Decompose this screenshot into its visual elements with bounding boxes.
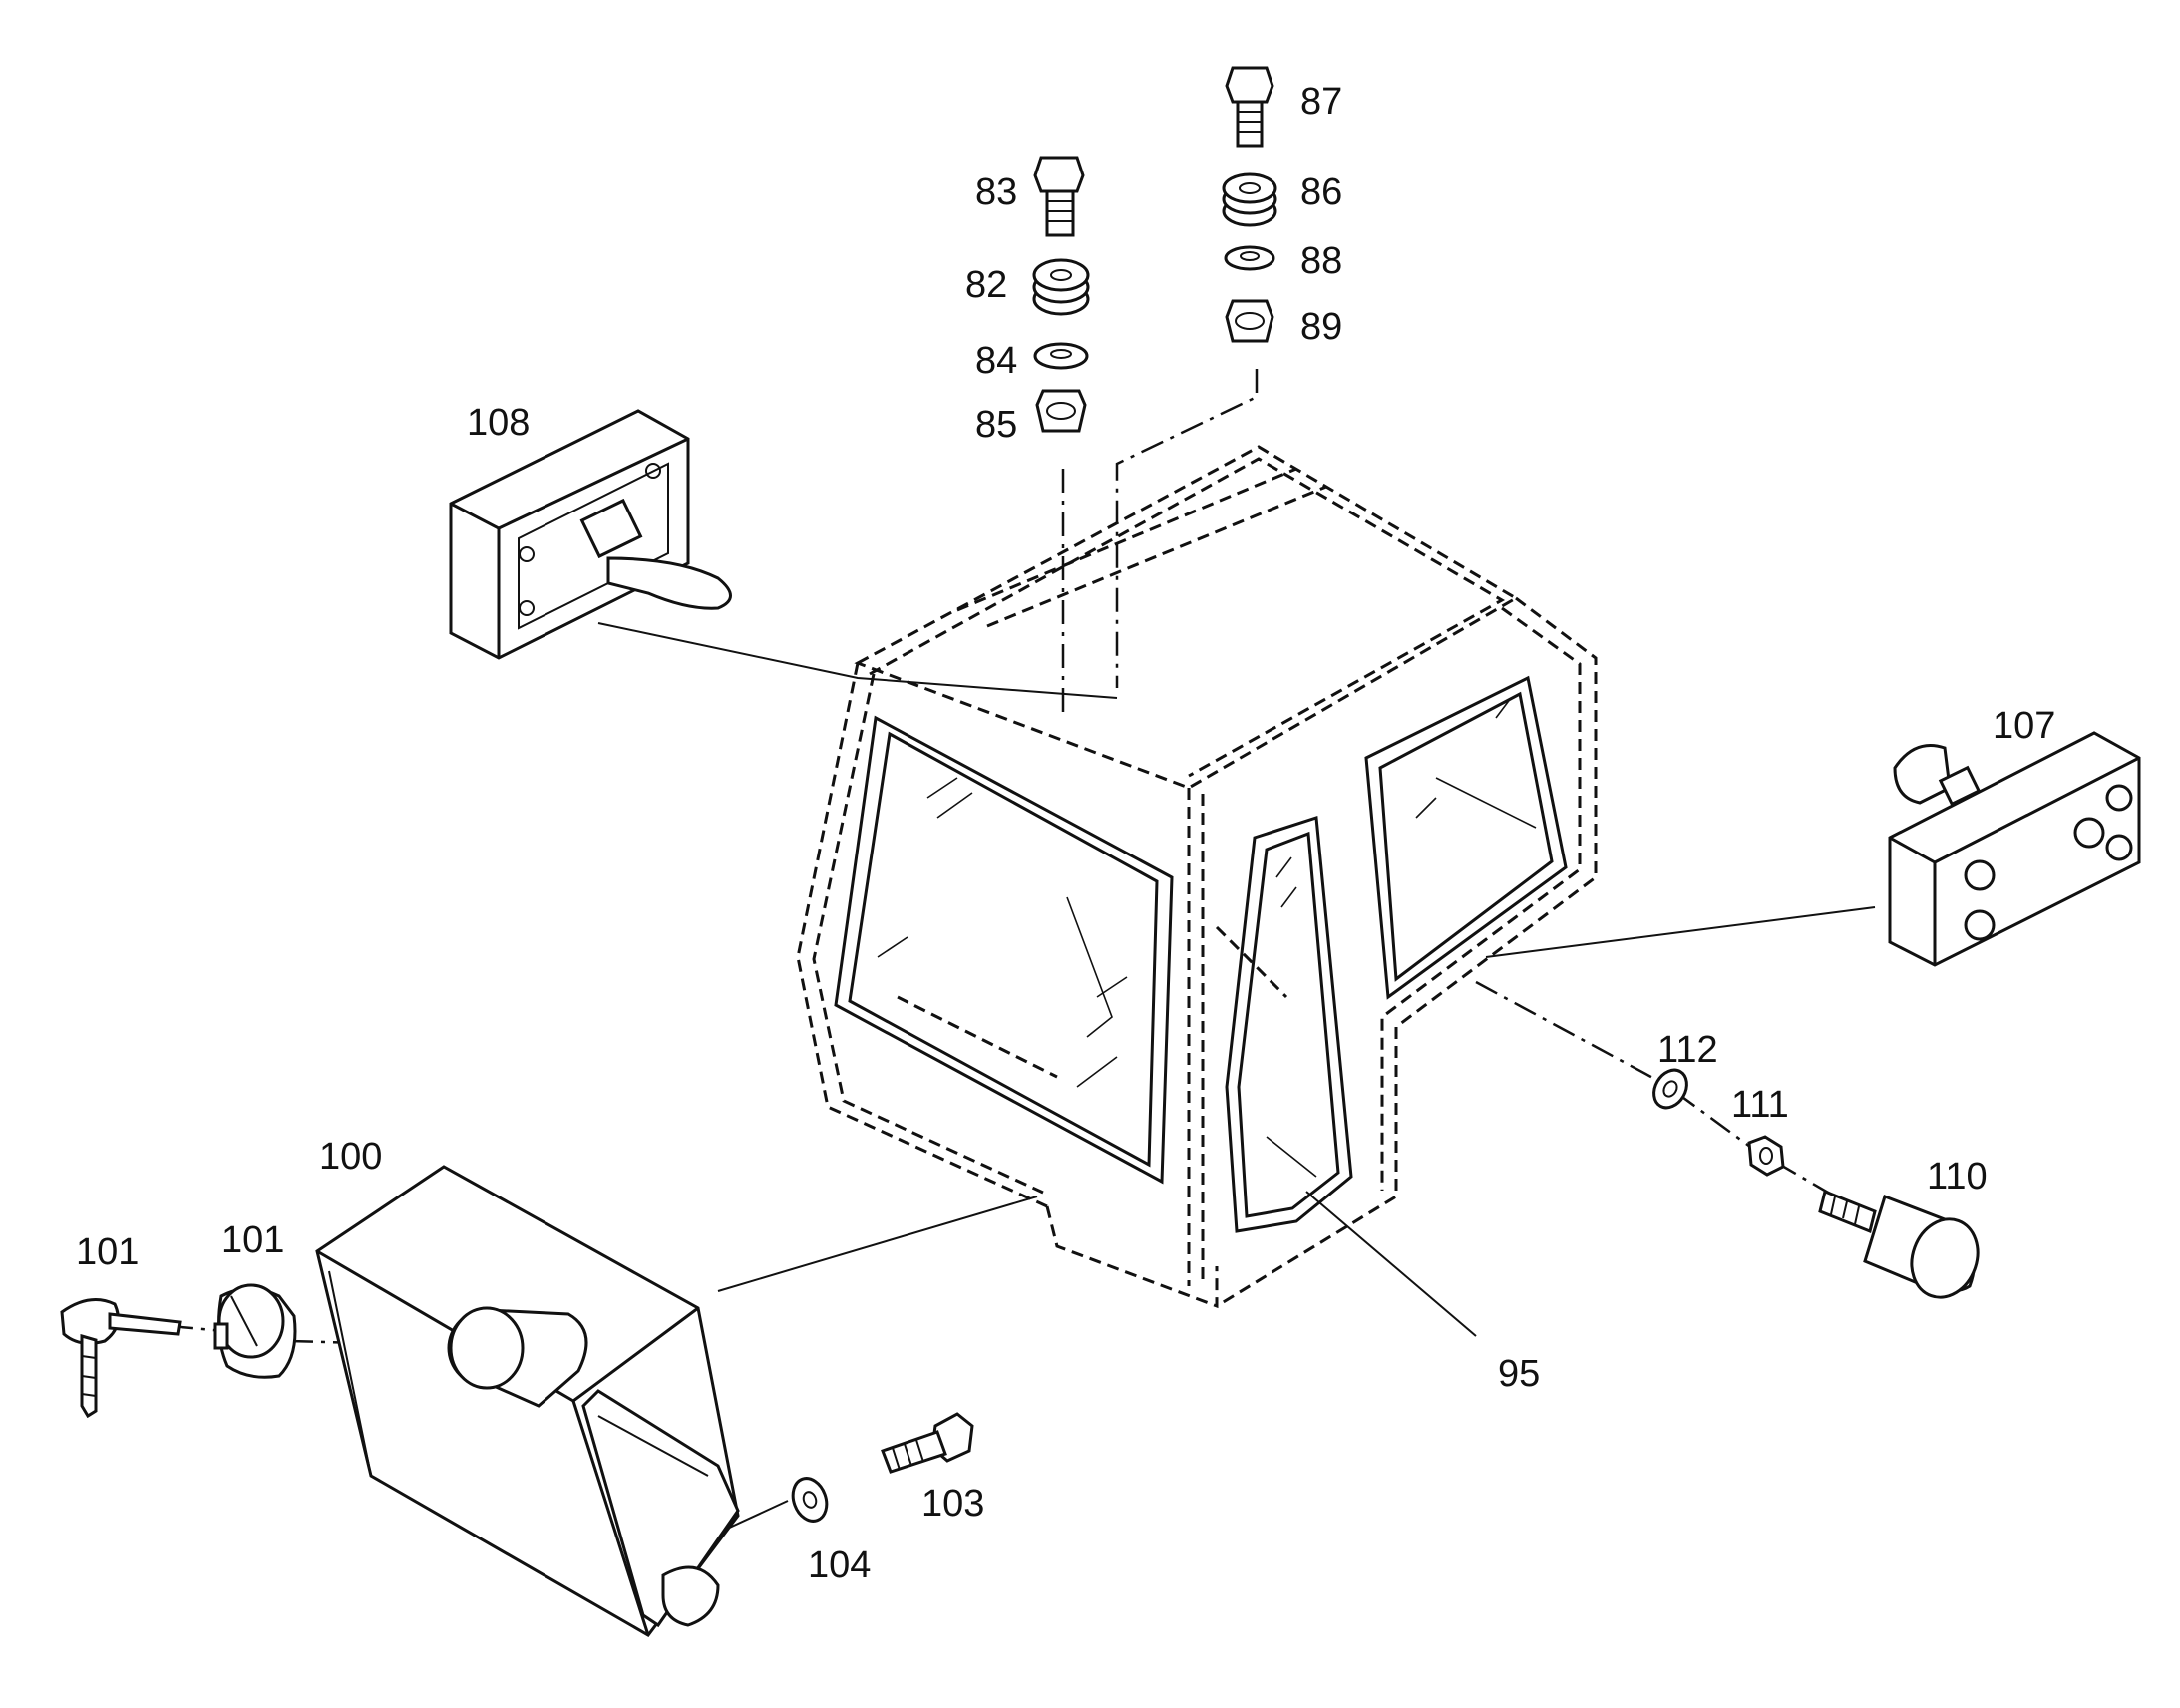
callout-88: 88 — [1300, 240, 1342, 282]
lock-cylinder-101 — [213, 1283, 297, 1379]
nut-89 — [1225, 299, 1274, 343]
spring-washer-82 — [1032, 258, 1090, 316]
knob-110 — [1818, 1189, 1980, 1299]
callout-101-key: 101 — [76, 1231, 139, 1273]
callout-107: 107 — [1993, 705, 2055, 747]
washer-84 — [1033, 342, 1089, 370]
callout-104: 104 — [808, 1544, 871, 1586]
callout-labels: 83 82 84 85 87 86 88 89 108 107 112 111 … — [76, 81, 2055, 1586]
callout-111: 111 — [1731, 1084, 1789, 1126]
callout-82: 82 — [965, 264, 1007, 306]
nut-111 — [1747, 1135, 1785, 1177]
callout-87: 87 — [1300, 81, 1342, 123]
washer-88 — [1224, 245, 1275, 271]
bolt-103 — [881, 1412, 974, 1474]
cab-body — [796, 445, 1598, 1309]
bolt-83 — [1033, 156, 1085, 237]
callout-103: 103 — [921, 1483, 984, 1525]
callout-84: 84 — [975, 340, 1017, 382]
cab-door-front — [1225, 816, 1353, 1233]
washer-112 — [1652, 1068, 1688, 1110]
callout-108: 108 — [467, 402, 530, 444]
callout-86: 86 — [1300, 171, 1342, 213]
callout-101-lock: 101 — [221, 1219, 284, 1261]
callout-95: 95 — [1498, 1353, 1540, 1395]
spring-washer-86 — [1222, 172, 1277, 227]
callout-110: 110 — [1927, 1156, 1988, 1197]
latch-108 — [449, 409, 732, 660]
callout-100: 100 — [319, 1136, 382, 1178]
cab-window-right — [1364, 675, 1568, 1000]
toolbox-100 — [315, 1165, 740, 1637]
nut-85 — [1035, 389, 1087, 433]
cab-window-left — [834, 715, 1174, 1185]
key-101 — [60, 1298, 182, 1419]
washer-104 — [791, 1477, 829, 1523]
callout-89: 89 — [1300, 306, 1342, 348]
bolt-87 — [1225, 66, 1274, 148]
callout-112: 112 — [1657, 1029, 1718, 1071]
callout-85: 85 — [975, 404, 1017, 446]
callout-83: 83 — [975, 171, 1017, 213]
latch-107 — [1888, 731, 2141, 967]
